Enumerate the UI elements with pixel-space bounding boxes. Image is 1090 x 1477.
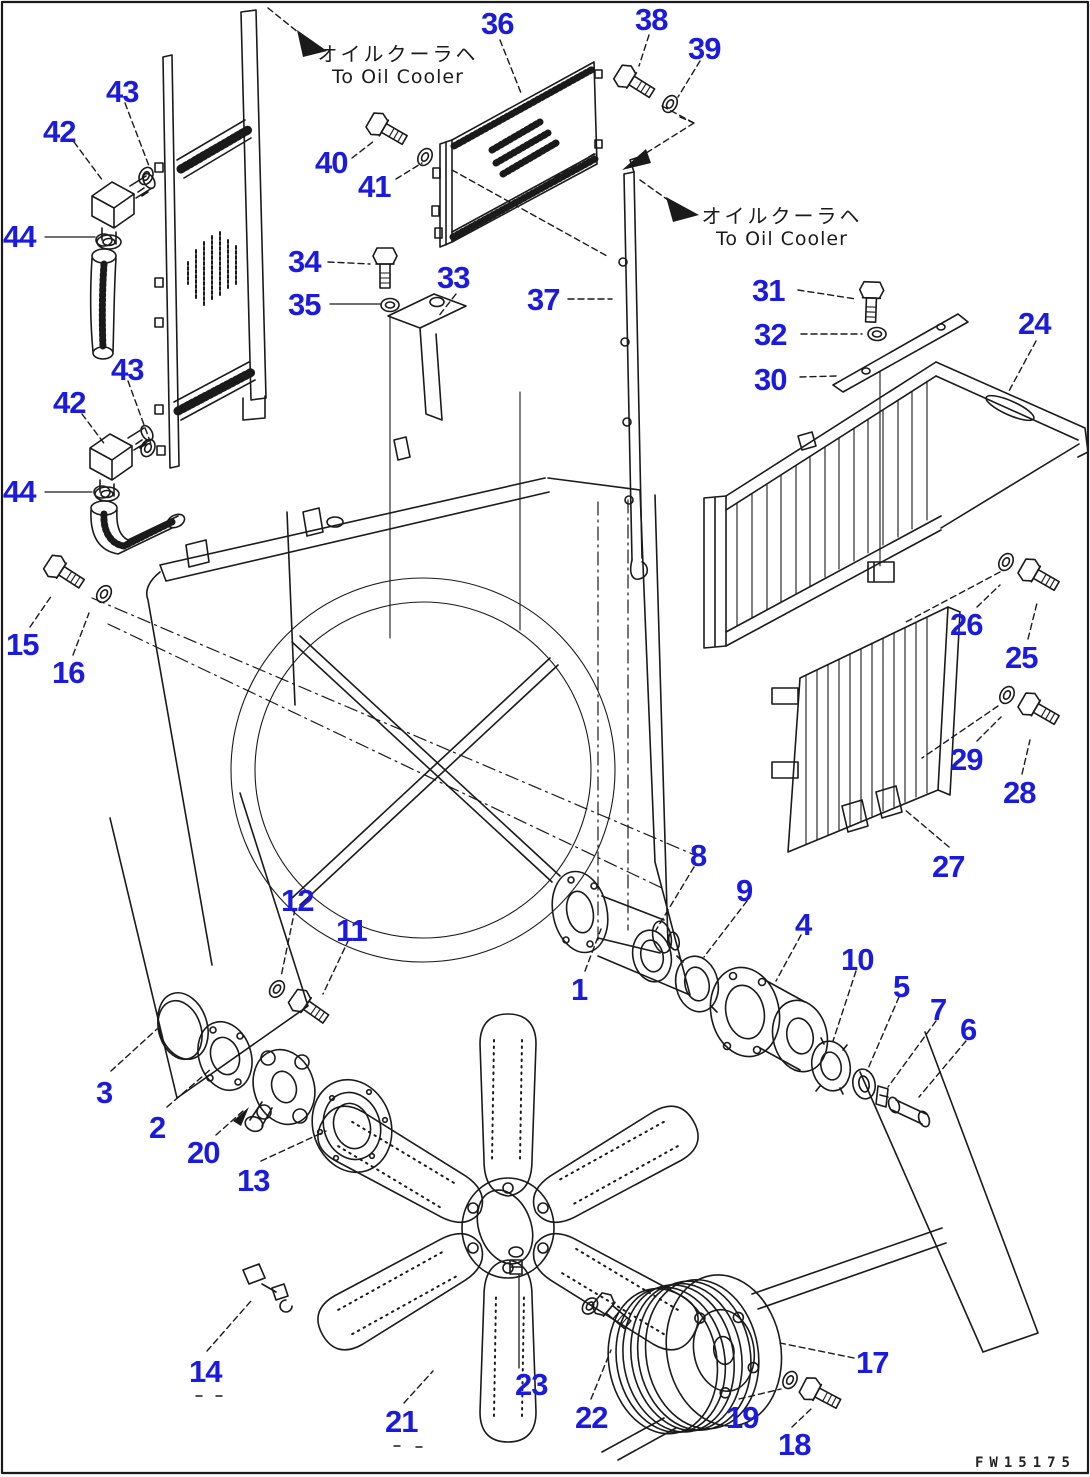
- part-callout-6: 6: [960, 1012, 977, 1047]
- elbow-fitting-lower-drawing: [89, 424, 154, 502]
- leader-lines: [29, 7, 1038, 1448]
- part-callout-22: 22: [575, 1400, 608, 1435]
- note-to-oil-cooler-1: オイルクーラヘ To Oil Cooler: [298, 42, 498, 89]
- bracket-bar-drawing: [618, 156, 649, 580]
- part-callout-18: 18: [778, 1427, 811, 1462]
- part-callout-7: 7: [930, 992, 947, 1027]
- part-callout-39: 39: [688, 31, 721, 66]
- part-callout-4: 4: [795, 907, 812, 942]
- radiator-core-drawing: [154, 9, 267, 469]
- part-callout-42: 42: [43, 114, 76, 149]
- part-callout-23: 23: [515, 1367, 548, 1402]
- part-callout-44: 44: [3, 474, 36, 509]
- part-callout-30: 30: [754, 362, 787, 397]
- part-callout-28: 28: [1003, 775, 1036, 810]
- part-callout-19: 19: [726, 1400, 759, 1435]
- fan-drawing: [307, 1013, 709, 1443]
- part-callout-14: 14: [189, 1354, 222, 1389]
- note-japanese-text: オイルクーラヘ: [701, 204, 863, 228]
- coupling-parts-drawing: [157, 992, 393, 1174]
- part-callout-41: 41: [358, 169, 391, 204]
- note-to-oil-cooler-2: オイルクーラヘ To Oil Cooler: [682, 204, 882, 251]
- part-callout-5: 5: [893, 969, 910, 1004]
- clip-parts-drawing: [242, 1246, 524, 1313]
- part-callout-43: 43: [111, 352, 144, 387]
- part-callout-43: 43: [106, 74, 139, 109]
- hose-upper-drawing: [89, 233, 117, 360]
- part-callout-34: 34: [288, 244, 321, 279]
- shroud-assembly-drawing: [91, 293, 1039, 1353]
- lower-grille-drawing: [771, 606, 961, 853]
- belt-lines: [601, 1227, 947, 1461]
- part-callout-12: 12: [281, 883, 314, 918]
- part-callout-15: 15: [6, 627, 39, 662]
- part-callout-27: 27: [932, 849, 965, 884]
- part-callout-8: 8: [690, 838, 707, 873]
- part-callout-1: 1: [571, 972, 588, 1007]
- part-callout-11: 11: [336, 913, 368, 948]
- part-callout-40: 40: [315, 145, 348, 180]
- part-callout-26: 26: [950, 607, 983, 642]
- part-callout-16: 16: [52, 655, 85, 690]
- part-callout-37: 37: [527, 282, 560, 317]
- part-callout-35: 35: [288, 287, 321, 322]
- part-callout-13: 13: [237, 1163, 270, 1198]
- part-callout-10: 10: [841, 942, 874, 977]
- part-callout-32: 32: [754, 317, 787, 352]
- note-english-text: To Oil Cooler: [716, 228, 848, 250]
- upper-grille-drawing: [703, 313, 1089, 649]
- part-callout-20: 20: [187, 1135, 220, 1170]
- flow-arrows: [233, 30, 699, 1126]
- part-callout-25: 25: [1005, 640, 1038, 675]
- part-callout-2: 2: [149, 1110, 166, 1145]
- arrow-part-20: [233, 1107, 249, 1126]
- arrow-to-oil-cooler-1: [297, 30, 327, 57]
- part-callout-9: 9: [736, 873, 753, 908]
- part-callout-29: 29: [950, 742, 983, 777]
- oil-cooler-drawing: [431, 61, 603, 248]
- part-callout-33: 33: [437, 260, 470, 295]
- part-callout-42: 42: [53, 385, 86, 420]
- note-japanese-text: オイルクーラヘ: [317, 42, 479, 66]
- drawing-code: FW15175: [974, 1455, 1076, 1471]
- part-callout-21: 21: [385, 1404, 418, 1439]
- part-callout-24: 24: [1018, 306, 1051, 341]
- pulley-drawing: [607, 1274, 783, 1435]
- part-callout-3: 3: [96, 1075, 113, 1110]
- part-callout-38: 38: [635, 2, 668, 37]
- note-english-text: To Oil Cooler: [332, 66, 464, 88]
- arrow-mount-point: [622, 149, 651, 170]
- hose-lower-drawing: [90, 485, 186, 555]
- part-callout-17: 17: [856, 1345, 889, 1380]
- part-callout-44: 44: [3, 219, 36, 254]
- fan-hub-parts-drawing: [551, 870, 931, 1128]
- part-callout-36: 36: [481, 6, 514, 41]
- part-callout-31: 31: [752, 273, 785, 308]
- arrow-to-oil-cooler-2: [666, 197, 699, 222]
